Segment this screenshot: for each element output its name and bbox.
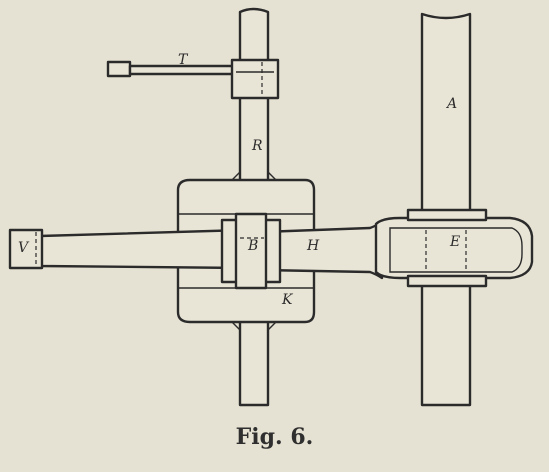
label-a: A (445, 96, 457, 112)
label-t: T (178, 52, 189, 68)
label-v: V (18, 240, 30, 256)
connecting-arm-h (38, 220, 384, 280)
figure-caption: Fig. 6. (235, 424, 314, 450)
label-r: R (251, 138, 263, 154)
bearing-b (220, 212, 282, 290)
strap-e (374, 208, 534, 288)
label-h: H (306, 238, 320, 254)
lever-t (106, 58, 280, 100)
label-b: B (247, 238, 258, 254)
label-k: K (281, 292, 294, 308)
end-block-v (8, 228, 44, 270)
label-e: E (449, 234, 460, 250)
